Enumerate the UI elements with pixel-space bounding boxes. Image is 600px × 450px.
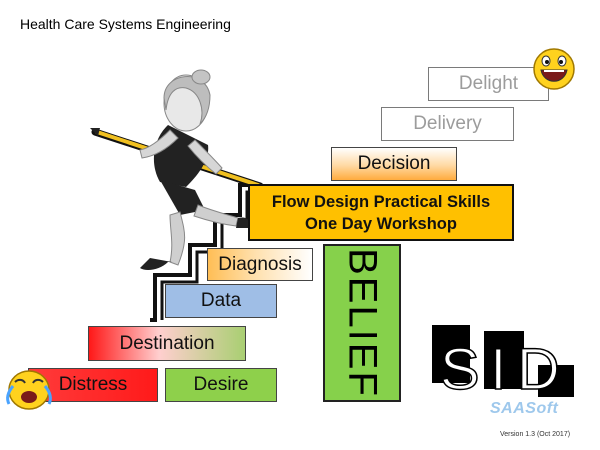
workshop-banner: Flow Design Practical Skills One Day Wor… — [248, 184, 514, 241]
brand-saasoft: SAASoft — [490, 400, 559, 417]
belief-label: BELIEF — [340, 248, 385, 398]
crying-face-icon — [6, 370, 52, 410]
step-desire: Desire — [165, 368, 277, 402]
step-decision: Decision — [331, 147, 457, 181]
step-destination: Destination — [88, 326, 246, 361]
page-title: Health Care Systems Engineering — [20, 16, 231, 32]
step-distress: Distress — [28, 368, 158, 402]
version-label: Version 1.3 (Oct 2017) — [500, 431, 571, 438]
step-delivery: Delivery — [381, 107, 514, 141]
belief-block: BELIEF — [323, 244, 401, 402]
sid-logo: SID — [432, 325, 574, 403]
step-delight: Delight — [428, 67, 549, 101]
workshop-line2: One Day Workshop — [305, 214, 457, 233]
step-data: Data — [165, 284, 277, 318]
workshop-line1: Flow Design Practical Skills — [271, 192, 491, 211]
laughing-face-icon — [533, 48, 575, 90]
step-diagnosis: Diagnosis — [207, 248, 313, 281]
sid-logo-letters: SID — [440, 337, 570, 402]
